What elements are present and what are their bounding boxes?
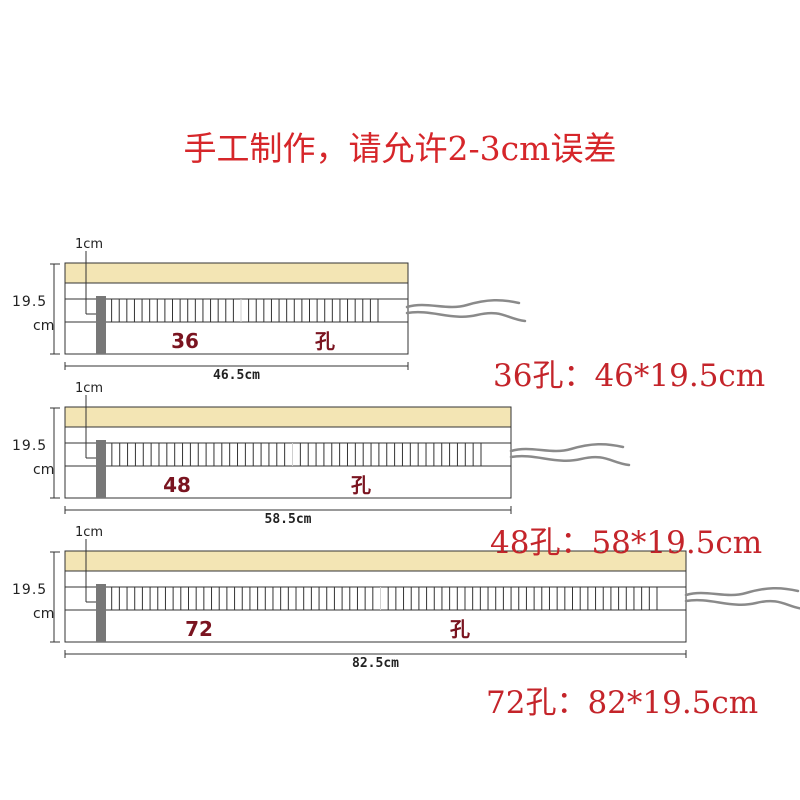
side-post [96, 296, 106, 354]
spec-36: 36孔：46*19.5cm [493, 358, 766, 394]
hole-char: 孔 [351, 473, 371, 497]
height-label: 19.5 [12, 438, 47, 454]
loom-v36: 1cm 19.5 cm 46.5cm 36 孔 [12, 237, 527, 383]
small-dimension-label: 1cm [75, 237, 103, 252]
side-post [96, 584, 106, 642]
hole-count: 36 [171, 329, 199, 353]
small-dimension-label: 1cm [75, 525, 103, 540]
loom-v72: 1cm 19.5 cm 82.5cm 72 孔 [12, 525, 800, 671]
warp-string [509, 443, 625, 453]
spec-72: 72孔：82*19.5cm [486, 685, 759, 721]
page-title: 手工制作，请允许2-3cm误差 [183, 129, 617, 168]
frame-top-band [64, 406, 512, 428]
warp-string [405, 310, 527, 323]
spec-48: 48孔：58*19.5cm [490, 525, 763, 561]
frame-top-band [64, 262, 409, 284]
width-label: 82.5cm [352, 656, 399, 671]
height-label: 19.5 [12, 294, 47, 310]
height-unit-label: cm [33, 318, 54, 334]
width-label: 46.5cm [213, 368, 260, 383]
height-unit-label: cm [33, 462, 54, 478]
hole-char: 孔 [450, 617, 470, 641]
hole-count: 48 [163, 473, 191, 497]
width-label: 58.5cm [265, 512, 312, 527]
hole-count: 72 [185, 617, 213, 641]
small-dimension-label: 1cm [75, 381, 103, 396]
side-post [96, 440, 106, 498]
warp-string [509, 454, 631, 467]
warp-string [405, 299, 521, 309]
height-label: 19.5 [12, 582, 47, 598]
warp-string [684, 598, 800, 610]
hole-char: 孔 [315, 329, 335, 353]
loom-v48: 1cm 19.5 cm 58.5cm 48 孔 [12, 381, 631, 527]
warp-string [684, 587, 800, 597]
height-unit-label: cm [33, 606, 54, 622]
